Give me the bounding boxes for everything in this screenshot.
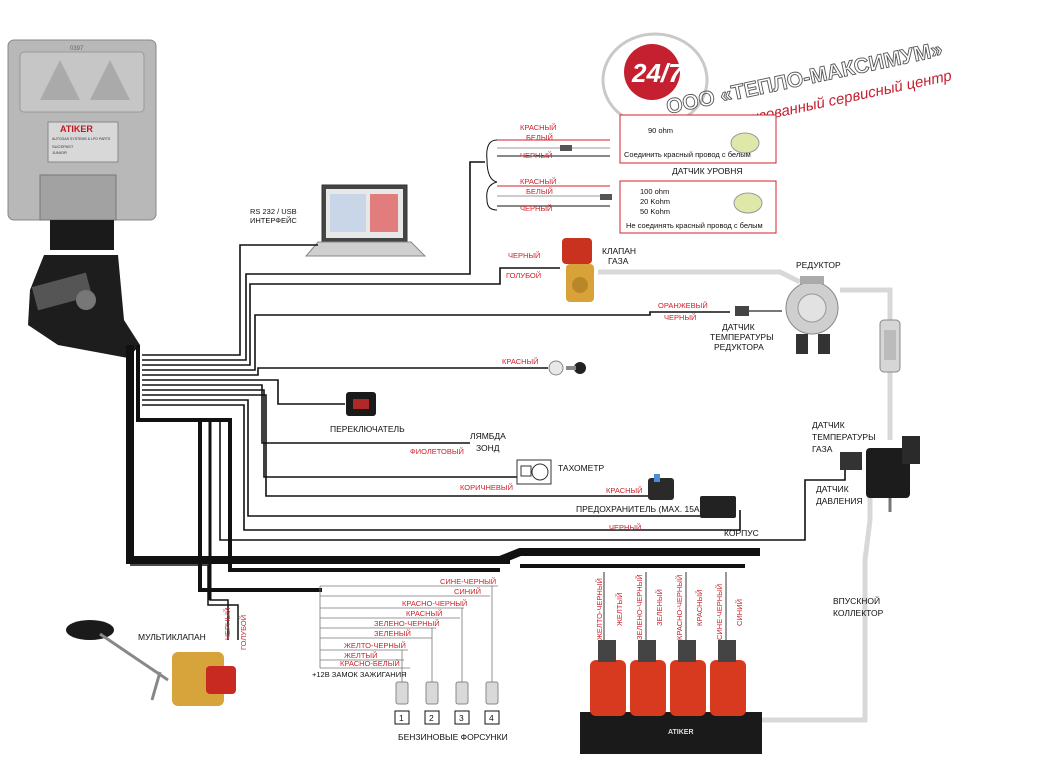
level-sensor-1 bbox=[486, 114, 777, 183]
ls2-note: Не соединять красный провод с белым bbox=[626, 221, 763, 230]
gas-inj-wire-5: КРАСНО-ЧЕРНЫЙ bbox=[675, 575, 684, 640]
fuse-wire: КРАСНЫЙ bbox=[606, 486, 643, 495]
logo-247-text: 24/7 bbox=[631, 58, 684, 88]
tacho-label: ТАХОМЕТР bbox=[558, 463, 605, 473]
gas-temp-line3: ГАЗА bbox=[812, 444, 833, 454]
gas-inj-wire-4: ЗЕЛЕНЫЙ bbox=[655, 589, 664, 626]
petrol-wire-1: СИНЕ-ЧЕРНЫЙ bbox=[440, 577, 496, 586]
petrol-wire-8: ЖЕЛТЫЙ bbox=[344, 651, 377, 660]
gas-valve-wire-black: ЧЕРНЫЙ bbox=[508, 251, 540, 260]
interface-line1: RS 232 / USB bbox=[250, 207, 297, 216]
rail-brand: ATIKER bbox=[668, 729, 694, 736]
ls1-ohm: 90 ohm bbox=[648, 126, 673, 135]
reducer-icon bbox=[785, 276, 839, 354]
reducer-temp-wire-orange: ОРАНЖЕВЫЙ bbox=[658, 301, 708, 310]
reducer-label: РЕДУКТОР bbox=[796, 260, 841, 270]
gas-injector-wires bbox=[603, 572, 727, 640]
interface-line2: ИНТЕРФЕЙС bbox=[250, 216, 297, 225]
gas-valve-icon bbox=[562, 238, 594, 302]
gas-valve-wire-blue: ГОЛУБОЙ bbox=[506, 271, 541, 280]
tacho-wire: КОРИЧНЕВЫЙ bbox=[460, 483, 513, 492]
level-sensor-caption: ДАТЧИК УРОВНЯ bbox=[672, 166, 742, 176]
fuse-label: ПРЕДОХРАНИТЕЛЬ (МАХ. 15А) bbox=[576, 504, 703, 514]
ground-wire: ЧЕРНЫЙ bbox=[609, 523, 641, 532]
multivalve-wire-black: ЧЕРНЫЙ bbox=[223, 608, 232, 640]
petrol-wire-6: ЗЕЛЕНЫЙ bbox=[374, 629, 411, 638]
gas-filter-icon bbox=[879, 319, 901, 373]
ignition-wire-red: КРАСНЫЙ bbox=[502, 357, 539, 366]
intake-line1: ВПУСКНОЙ bbox=[833, 595, 880, 606]
gas-valve-line1: КЛАПАН bbox=[602, 246, 636, 256]
fuse-icon bbox=[648, 474, 674, 500]
petrol-wire-7: ЖЕЛТО-ЧЕРНЫЙ bbox=[344, 641, 406, 650]
petrol-injector-num-3: 3 bbox=[459, 713, 464, 723]
petrol-injector-num-2: 2 bbox=[429, 713, 434, 723]
ls2-ohm3: 50 Kohm bbox=[640, 207, 670, 216]
ls1-wire-white: БЕЛЫЙ bbox=[526, 133, 553, 142]
lambda-wire: ФИОЛЕТОВЫЙ bbox=[410, 447, 464, 456]
ground-label: КОРПУС bbox=[724, 528, 759, 538]
reducer-temp-line3: РЕДУКТОРА bbox=[714, 342, 764, 352]
ls1-note: Соединить красный провод с белым bbox=[624, 150, 751, 159]
reducer-temp-line1: ДАТЧИК bbox=[722, 322, 755, 332]
ecu-sub: AUTOGAS SYSTEMS & LPG PARTS bbox=[52, 137, 111, 141]
pressure-line2: ДАВЛЕНИЯ bbox=[816, 496, 863, 506]
ecu-model2: JUNIOR bbox=[52, 150, 67, 155]
tacho-icon bbox=[516, 459, 552, 485]
ls1-wire-red: КРАСНЫЙ bbox=[520, 123, 557, 132]
ecu-model1: SUCEPAST bbox=[52, 144, 74, 149]
petrol-injectors-label: БЕНЗИНОВЫЕ ФОРСУНКИ bbox=[398, 732, 508, 742]
reducer-temp-sensor-icon bbox=[735, 306, 782, 316]
reducer-temp-wire-black: ЧЕРНЫЙ bbox=[664, 313, 696, 322]
ecu-unit: ATIKER AUTOGAS SYSTEMS & LPG PARTS SUCEP… bbox=[7, 39, 157, 358]
ls2-ohm1: 100 ohm bbox=[640, 187, 669, 196]
gas-injector-rail bbox=[580, 640, 762, 754]
petrol-wire-2: СИНИЙ bbox=[454, 587, 481, 596]
ignition-12v-label: +12В ЗАМОК ЗАЖИГАНИЯ bbox=[312, 670, 407, 679]
petrol-injector-num-4: 4 bbox=[489, 713, 494, 723]
petrol-wire-9: КРАСНО-БЕЛЫЙ bbox=[340, 659, 400, 668]
petrol-wires bbox=[319, 585, 498, 682]
petrol-injectors bbox=[394, 681, 500, 725]
gas-inj-wire-2: ЖЕЛТЫЙ bbox=[615, 593, 624, 626]
ecu-brand: ATIKER bbox=[60, 124, 93, 134]
gas-inj-wire-3: ЗЕЛЕНО-ЧЕРНЫЙ bbox=[635, 574, 644, 640]
pressure-sensor-icon bbox=[840, 436, 920, 512]
gas-valve-line2: ГАЗА bbox=[608, 256, 629, 266]
level-sensor-2 bbox=[486, 180, 777, 234]
lambda-line1: ЛЯМБДА bbox=[470, 431, 506, 441]
gas-inj-wire-1: ЖЕЛТО-ЧЕРНЫЙ bbox=[595, 578, 604, 640]
main-harness bbox=[126, 161, 846, 640]
switch-icon bbox=[346, 392, 376, 416]
petrol-wire-3: КРАСНО-ЧЕРНЫЙ bbox=[402, 599, 467, 608]
petrol-injector-num-1: 1 bbox=[399, 713, 404, 723]
petrol-wire-5: ЗЕЛЕНО-ЧЕРНЫЙ bbox=[374, 619, 440, 628]
gas-pipes bbox=[598, 269, 893, 723]
battery-icon bbox=[700, 496, 736, 518]
ignition-key-icon bbox=[548, 360, 586, 376]
laptop-icon bbox=[304, 184, 427, 257]
ecu-plate-code: 0397 bbox=[70, 46, 84, 52]
gas-inj-wire-8: СИНИЙ bbox=[735, 599, 744, 626]
ls2-wire-red: КРАСНЫЙ bbox=[520, 177, 557, 186]
pressure-line1: ДАТЧИК bbox=[816, 484, 849, 494]
ls1-wire-black: ЧЕРНЫЙ bbox=[520, 151, 552, 160]
reducer-temp-line2: ТЕМПЕРАТУРЫ bbox=[710, 332, 774, 342]
lambda-line2: ЗОНД bbox=[476, 443, 500, 453]
intake-line2: КОЛЛЕКТОР bbox=[833, 608, 884, 618]
ls2-ohm2: 20 Kohm bbox=[640, 197, 670, 206]
gas-inj-wire-6: КРАСНЫЙ bbox=[695, 589, 704, 626]
multivalve-wire-blue: ГОЛУБОЙ bbox=[239, 615, 248, 650]
multivalve-icon bbox=[66, 620, 236, 706]
ls2-wire-black: ЧЕРНЫЙ bbox=[520, 204, 552, 213]
gas-temp-line1: ДАТЧИК bbox=[812, 420, 845, 430]
ls2-wire-white: БЕЛЫЙ bbox=[526, 187, 553, 196]
gas-inj-wire-7: СИНЕ-ЧЕРНЫЙ bbox=[715, 584, 724, 640]
switch-label: ПЕРЕКЛЮЧАТЕЛЬ bbox=[330, 424, 405, 434]
petrol-wire-4: КРАСНЫЙ bbox=[406, 609, 443, 618]
multivalve-label: МУЛЬТИКЛАПАН bbox=[138, 632, 206, 642]
gas-temp-line2: ТЕМПЕРАТУРЫ bbox=[812, 432, 876, 442]
